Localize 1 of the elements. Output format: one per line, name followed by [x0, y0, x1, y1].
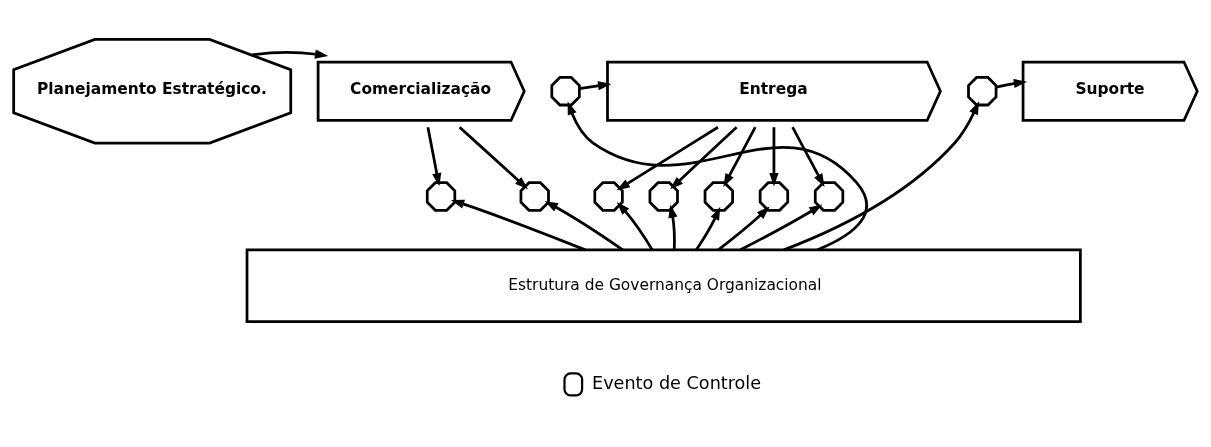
- legend-label: Evento de Controle: [592, 372, 762, 393]
